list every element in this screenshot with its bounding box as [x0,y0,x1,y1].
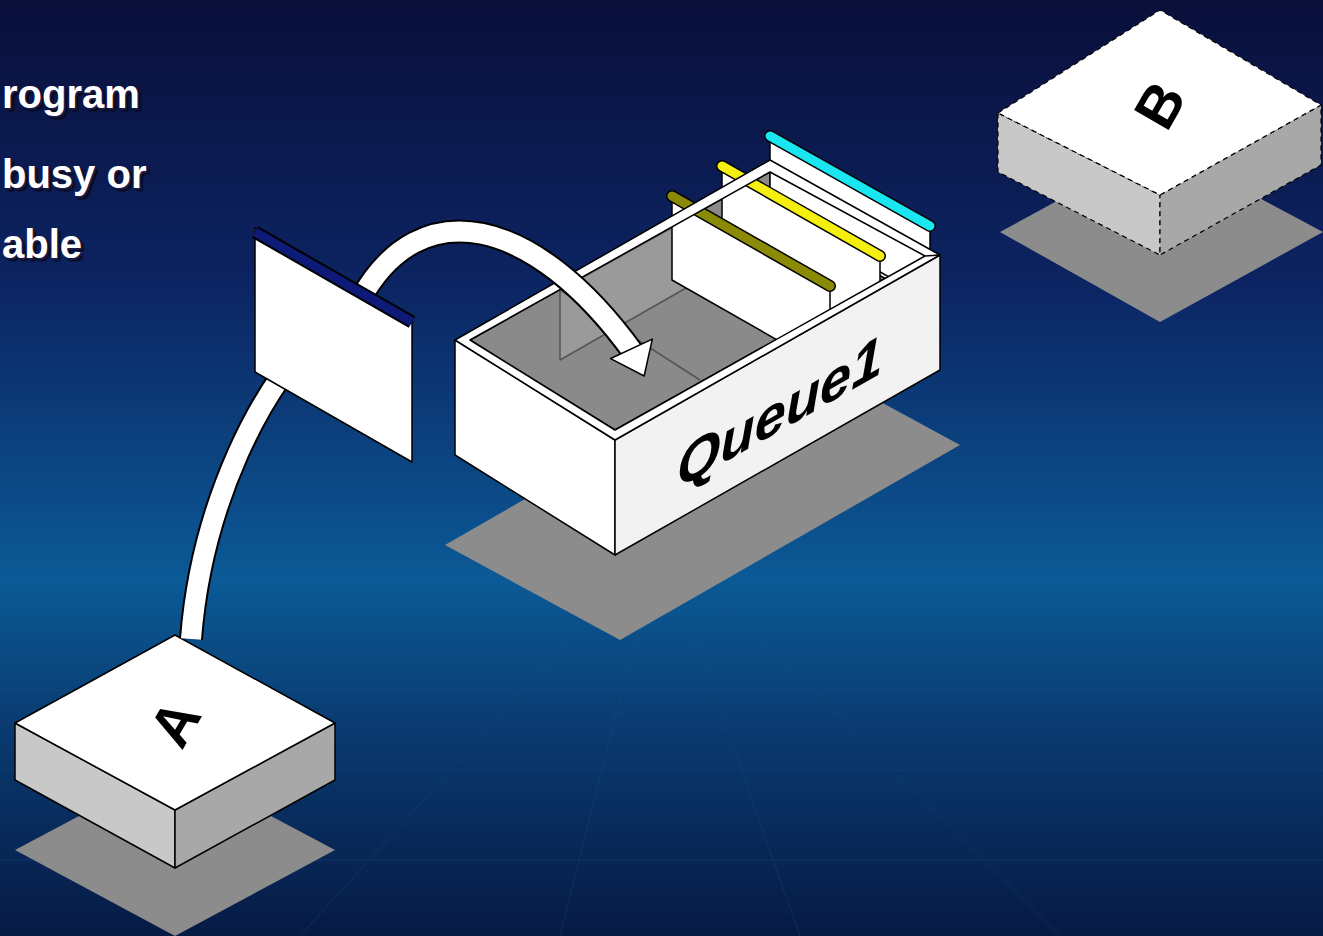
program-box: A [15,635,335,810]
node-label: A [139,690,210,755]
program-box [998,10,1321,255]
program-box [15,635,335,868]
caption-text: able [2,222,82,266]
node-label: B [1124,72,1195,137]
caption-text: busy or [2,152,146,196]
program-box: B [998,10,1321,195]
queue-box [455,136,940,555]
message-card [255,228,412,462]
caption-text: rogram [2,72,140,116]
queue-box: Queue1 [455,160,940,560]
node-label: Queue1 [677,326,882,499]
